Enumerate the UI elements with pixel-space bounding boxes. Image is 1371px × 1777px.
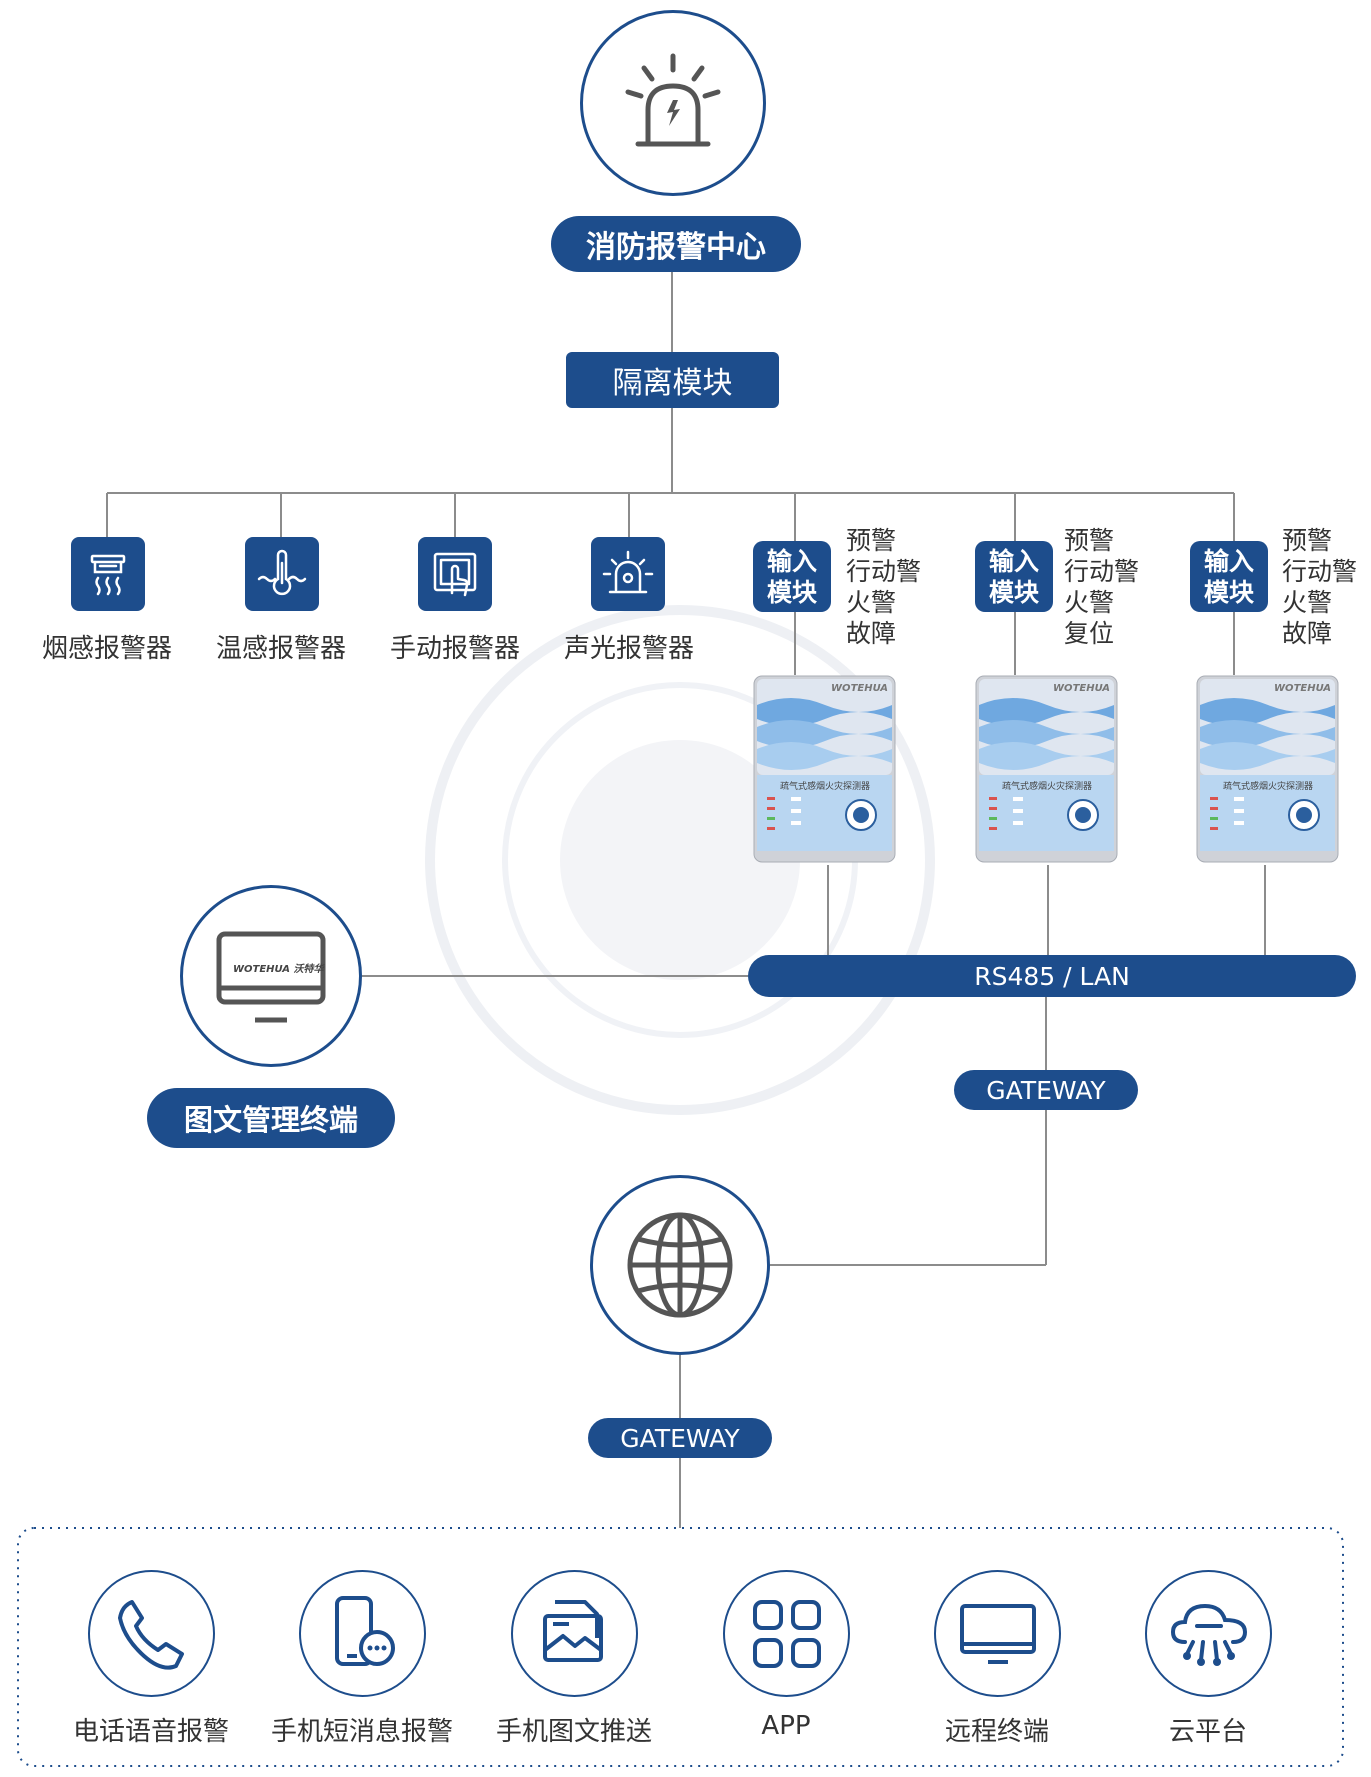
output-label-cloud: 云平台 [1168, 1717, 1247, 1747]
globe-icon [627, 1212, 733, 1318]
state-item: 故障 [1282, 619, 1333, 648]
heat-detector-tile [245, 537, 319, 611]
output-label-sms: 手机短消息报警 [270, 1717, 453, 1747]
output-label-remote-terminal: 远程终端 [944, 1717, 1049, 1747]
device-body-graphic [753, 675, 896, 863]
input-module-label-line1: 输入 [766, 546, 817, 576]
smoke-detector-tile [71, 537, 145, 611]
strobe-siren-icon [602, 550, 654, 594]
input-module-2-states: 预警 行动警 火警 复位 [1064, 525, 1139, 649]
aspirating-detector-device-2: WOTEHUA 疏气式感烟火灾探测器 [975, 675, 1118, 865]
device-body-graphic [975, 675, 1118, 863]
output-cloud-circle [1145, 1570, 1272, 1697]
output-phone-circle [88, 1570, 215, 1697]
gateway-upper: GATEWAY [954, 1070, 1138, 1110]
manual-alarm-tile [418, 537, 492, 611]
input-module-1: 输入 模块 [753, 541, 831, 612]
detector-label-smoke: 烟感报警器 [41, 634, 172, 664]
watermark-seal [425, 605, 935, 1115]
aspirating-detector-device-3: WOTEHUA 疏气式感烟火灾探测器 [1196, 675, 1339, 865]
state-item: 行动警 [846, 557, 922, 586]
device-label: 疏气式感烟火灾探测器 [1001, 782, 1092, 792]
device-label: 疏气式感烟火灾探测器 [779, 782, 870, 792]
state-item: 预警 [846, 526, 897, 555]
output-label-phone: 电话语音报警 [72, 1717, 229, 1747]
input-module-label-line1: 输入 [988, 546, 1039, 576]
rs485-lan-bus: RS485 / LAN [748, 955, 1356, 997]
monitor-icon [216, 931, 326, 1023]
input-module-label-line1: 输入 [1203, 546, 1254, 576]
manual-call-point-icon [433, 552, 477, 597]
input-module-2: 输入 模块 [975, 541, 1053, 612]
input-module-label-line2: 模块 [766, 577, 817, 607]
state-item: 火警 [1064, 588, 1115, 617]
state-item: 预警 [1064, 526, 1115, 555]
aspirating-detector-device-1: WOTEHUA 疏气式感烟火灾探测器 [753, 675, 896, 865]
state-item: 行动警 [1282, 557, 1358, 586]
internet-globe-circle [590, 1175, 770, 1355]
output-image-push-circle [511, 1570, 638, 1697]
state-item: 预警 [1282, 526, 1333, 555]
terminal-circle: WOTEHUA 沃特华 [180, 885, 362, 1067]
mobile-sms-icon [334, 1595, 395, 1666]
detector-label-sound-light: 声光报警器 [563, 634, 694, 664]
state-item: 行动警 [1064, 557, 1140, 586]
input-module-label-line2: 模块 [1203, 577, 1254, 607]
sound-light-alarm-tile [591, 537, 665, 611]
input-module-3-states: 预警 行动警 火警 故障 [1282, 525, 1357, 649]
device-label: 疏气式感烟火灾探测器 [1222, 782, 1313, 792]
device-brand: WOTEHUA [831, 683, 888, 694]
gateway-lower: GATEWAY [588, 1418, 772, 1458]
state-item: 故障 [846, 619, 897, 648]
input-module-label-line2: 模块 [988, 577, 1039, 607]
app-grid-icon [752, 1599, 821, 1668]
terminal-screen-brand: WOTEHUA 沃特华 [233, 964, 324, 975]
output-label-image-push: 手机图文推送 [495, 1717, 652, 1747]
thermometer-icon [257, 549, 307, 596]
remote-monitor-icon [959, 1603, 1036, 1664]
input-module-1-states: 预警 行动警 火警 故障 [846, 525, 921, 649]
detector-label-heat: 温感报警器 [215, 634, 346, 664]
terminal-label: 图文管理终端 [147, 1088, 395, 1148]
cloud-platform-icon [1170, 1603, 1247, 1666]
device-brand: WOTEHUA [1274, 683, 1331, 694]
output-sms-circle [299, 1570, 426, 1697]
state-item: 火警 [846, 588, 897, 617]
input-module-3: 输入 模块 [1190, 541, 1268, 612]
output-label-app: APP [761, 1711, 811, 1741]
output-app-circle [723, 1570, 850, 1697]
state-item: 火警 [1282, 588, 1333, 617]
fire-alarm-center-circle [580, 10, 766, 196]
smoke-detector-icon [90, 554, 126, 596]
output-remote-terminal-circle [934, 1570, 1061, 1697]
detector-label-manual: 手动报警器 [389, 634, 520, 664]
image-push-icon [542, 1599, 603, 1662]
fire-alarm-center-title: 消防报警中心 [551, 216, 801, 272]
device-brand: WOTEHUA [1053, 683, 1110, 694]
isolation-module: 隔离模块 [566, 352, 779, 408]
alarm-siren-icon [625, 53, 721, 147]
state-item: 复位 [1064, 619, 1115, 648]
device-body-graphic [1196, 675, 1339, 863]
phone-icon [117, 1599, 184, 1670]
